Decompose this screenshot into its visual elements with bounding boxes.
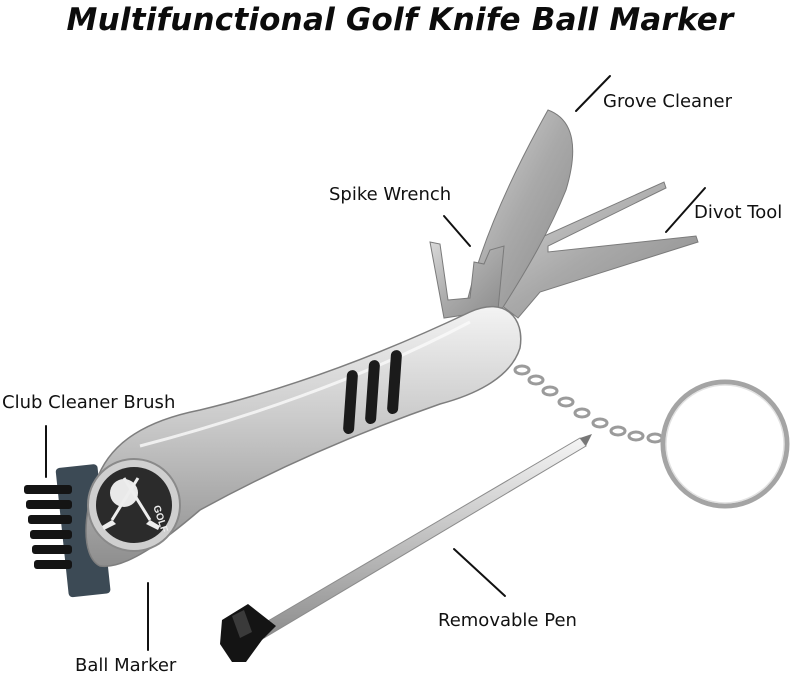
label-ball-marker: Ball Marker bbox=[75, 655, 177, 676]
grip-slots bbox=[343, 350, 402, 434]
grove-cleaner-pointer bbox=[575, 75, 611, 112]
label-grove-cleaner: Grove Cleaner bbox=[603, 91, 732, 112]
spike-wrench-pointer bbox=[443, 215, 471, 247]
key-chain bbox=[513, 364, 664, 444]
pointer-lines bbox=[45, 75, 706, 651]
key-ring bbox=[660, 379, 790, 509]
removable-pen-pointer bbox=[453, 548, 506, 597]
knife-handle bbox=[85, 305, 522, 568]
removable-pen bbox=[220, 434, 592, 662]
divot-tool-pointer bbox=[665, 187, 706, 233]
ball-marker-medallion: GOLF bbox=[87, 458, 181, 552]
label-divot-tool: Divot Tool bbox=[694, 202, 783, 223]
page-title: Multifunctional Golf Knife Ball Marker bbox=[66, 2, 734, 38]
label-removable-pen: Removable Pen bbox=[438, 610, 577, 631]
divot-tool bbox=[491, 181, 699, 319]
label-spike-wrench: Spike Wrench bbox=[329, 184, 452, 205]
club-cleaner-brush bbox=[24, 485, 72, 569]
label-club-cleaner-brush: Club Cleaner Brush bbox=[2, 392, 176, 413]
